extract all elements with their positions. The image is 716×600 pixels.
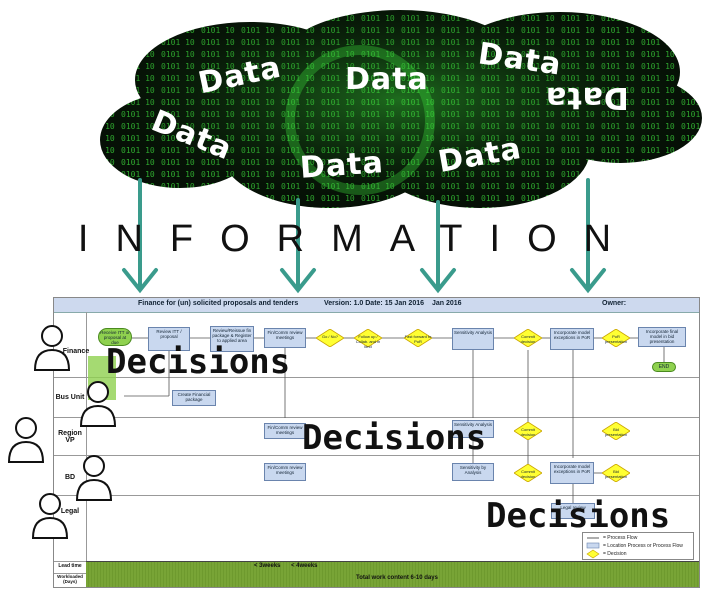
lead-time-bar: < 3weeks < 4weeks Total work content 6-1… [86, 561, 699, 587]
node-incorporate: Incorporate model exceptions in PoR [550, 328, 594, 350]
diamond-fast-approval: Fast forward to PoR [404, 329, 432, 347]
person-icon [30, 490, 70, 540]
node-fin-comm-bd: Fin/Comm review meetings [264, 463, 306, 481]
diamond-commit: Commit decision [514, 329, 542, 347]
lane-label-bd: BD [64, 474, 76, 481]
flowchart-month: Jan 2016 [432, 300, 462, 307]
diamond-follow-up: Follow up / Collab. and in kind [354, 329, 382, 349]
lane-label-region-vp: Region VP [58, 430, 82, 444]
lane-label-bus-unit: Bus Unit [55, 394, 85, 401]
node-sensitivity: Sensitivity Analysis [452, 328, 494, 350]
arrow-2-head [280, 268, 316, 294]
diamond-commit-region-text: Commit decision [520, 427, 536, 437]
decisions-label-legal: Decisions [486, 496, 671, 536]
node-receive: Receive ITT or proposal at due [98, 328, 132, 346]
node-fin-comm: Fin/Comm review meetings [264, 328, 306, 348]
lane-label-legal: Legal [60, 508, 80, 515]
flowchart-owner: Owner: [602, 300, 627, 307]
flowchart-title: Finance for (un) solicited proposals and… [138, 300, 299, 307]
lane-divider [54, 377, 699, 378]
person-icon [78, 378, 118, 428]
diamond-fast-approval-text: Fast forward to PoR [404, 334, 432, 344]
diamond-follow-up-text: Follow up / Collab. and in kind [355, 334, 381, 349]
person-icon [74, 452, 114, 502]
node-sensitivity-region: Sensitivity Analysis [452, 420, 494, 438]
decisions-label-region: Decisions [302, 418, 487, 458]
person-icon [32, 322, 72, 372]
lane-divider [54, 455, 699, 456]
diamond-commit-bd: Commit decision [514, 464, 542, 482]
data-cloud: 0101 10 [100, 10, 702, 208]
lane-divider [54, 417, 699, 418]
node-review-itt: Review ITT / proposal [148, 327, 190, 351]
node-legal: Legal review [551, 503, 595, 519]
legend-swatches [586, 537, 600, 559]
node-review-package: Review/Reissue fin package & Register to… [210, 326, 254, 352]
flowchart-title-bar: Finance for (un) solicited proposals and… [54, 298, 699, 313]
node-sensitivity-bd: Sensitivity by Analysis [452, 463, 494, 481]
diamond-bid-presentation-text: Bid presentation [604, 427, 627, 437]
legend-location: = Location Process or Process Flow [603, 543, 683, 549]
cloud-word: Data [345, 62, 429, 97]
person-icon [6, 414, 46, 464]
cloud-word: Data [298, 145, 385, 186]
flowchart-version: Version: 1.0 Date: 15 Jan 2016 [324, 300, 424, 307]
diamond-commit-bd-text: Commit decision [520, 469, 536, 479]
diamond-bid-presentation-bd: Bid presentation [602, 464, 630, 482]
process-flowchart: Finance for (un) solicited proposals and… [53, 297, 700, 588]
arrow-1-head [122, 268, 158, 294]
cloud-word: Data [545, 80, 629, 115]
lane-label-finance: Finance [62, 348, 90, 355]
node-incorporate-final: Incorporate final model in bid presentat… [638, 327, 686, 347]
diamond-go-nogo-text: Go / No? [321, 334, 338, 339]
node-incorporate-bd: Incorporate model exceptions in PoR [550, 462, 594, 484]
lane-label-workloaded: Workloaded (Days) [57, 574, 83, 584]
flow-connectors [124, 337, 665, 503]
node-create-financial: Create Financial package [172, 390, 216, 406]
diamond-go-nogo: Go / No? [316, 329, 344, 347]
arrow-3-head [420, 268, 456, 294]
information-label: INFORMATION [77, 218, 639, 260]
legend-decision: = Decision [603, 551, 627, 557]
lane-label-lead-time: Lead time [58, 563, 82, 569]
decisions-label-finance: Decisions [106, 342, 291, 382]
diamond-por: PoR presentation [602, 329, 630, 347]
legend-process-flow: = Process Flow [603, 535, 638, 541]
node-fin-comm-region: Fin/Comm review meetings [264, 423, 306, 439]
lane-divider-vertical [86, 312, 87, 587]
node-end: END [652, 362, 676, 372]
lead-time-weeks-a: < 3weeks [254, 563, 281, 569]
total-work-content: Total work content 6-10 days [356, 575, 438, 581]
diamond-commit-region: Commit decision [514, 422, 542, 440]
flowchart-legend: = Process Flow = Location Process or Pro… [582, 532, 694, 560]
bar-pattern [86, 562, 699, 587]
diamond-por-text: PoR presentation [604, 334, 627, 344]
arrow-4-head [570, 268, 606, 294]
lead-time-weeks-b: < 4weeks [291, 563, 318, 569]
diamond-commit-text: Commit decision [520, 334, 536, 344]
lane-divider [54, 495, 699, 496]
diamond-bid-presentation-bd-text: Bid presentation [604, 469, 627, 479]
diamond-bid-presentation: Bid presentation [602, 422, 630, 440]
